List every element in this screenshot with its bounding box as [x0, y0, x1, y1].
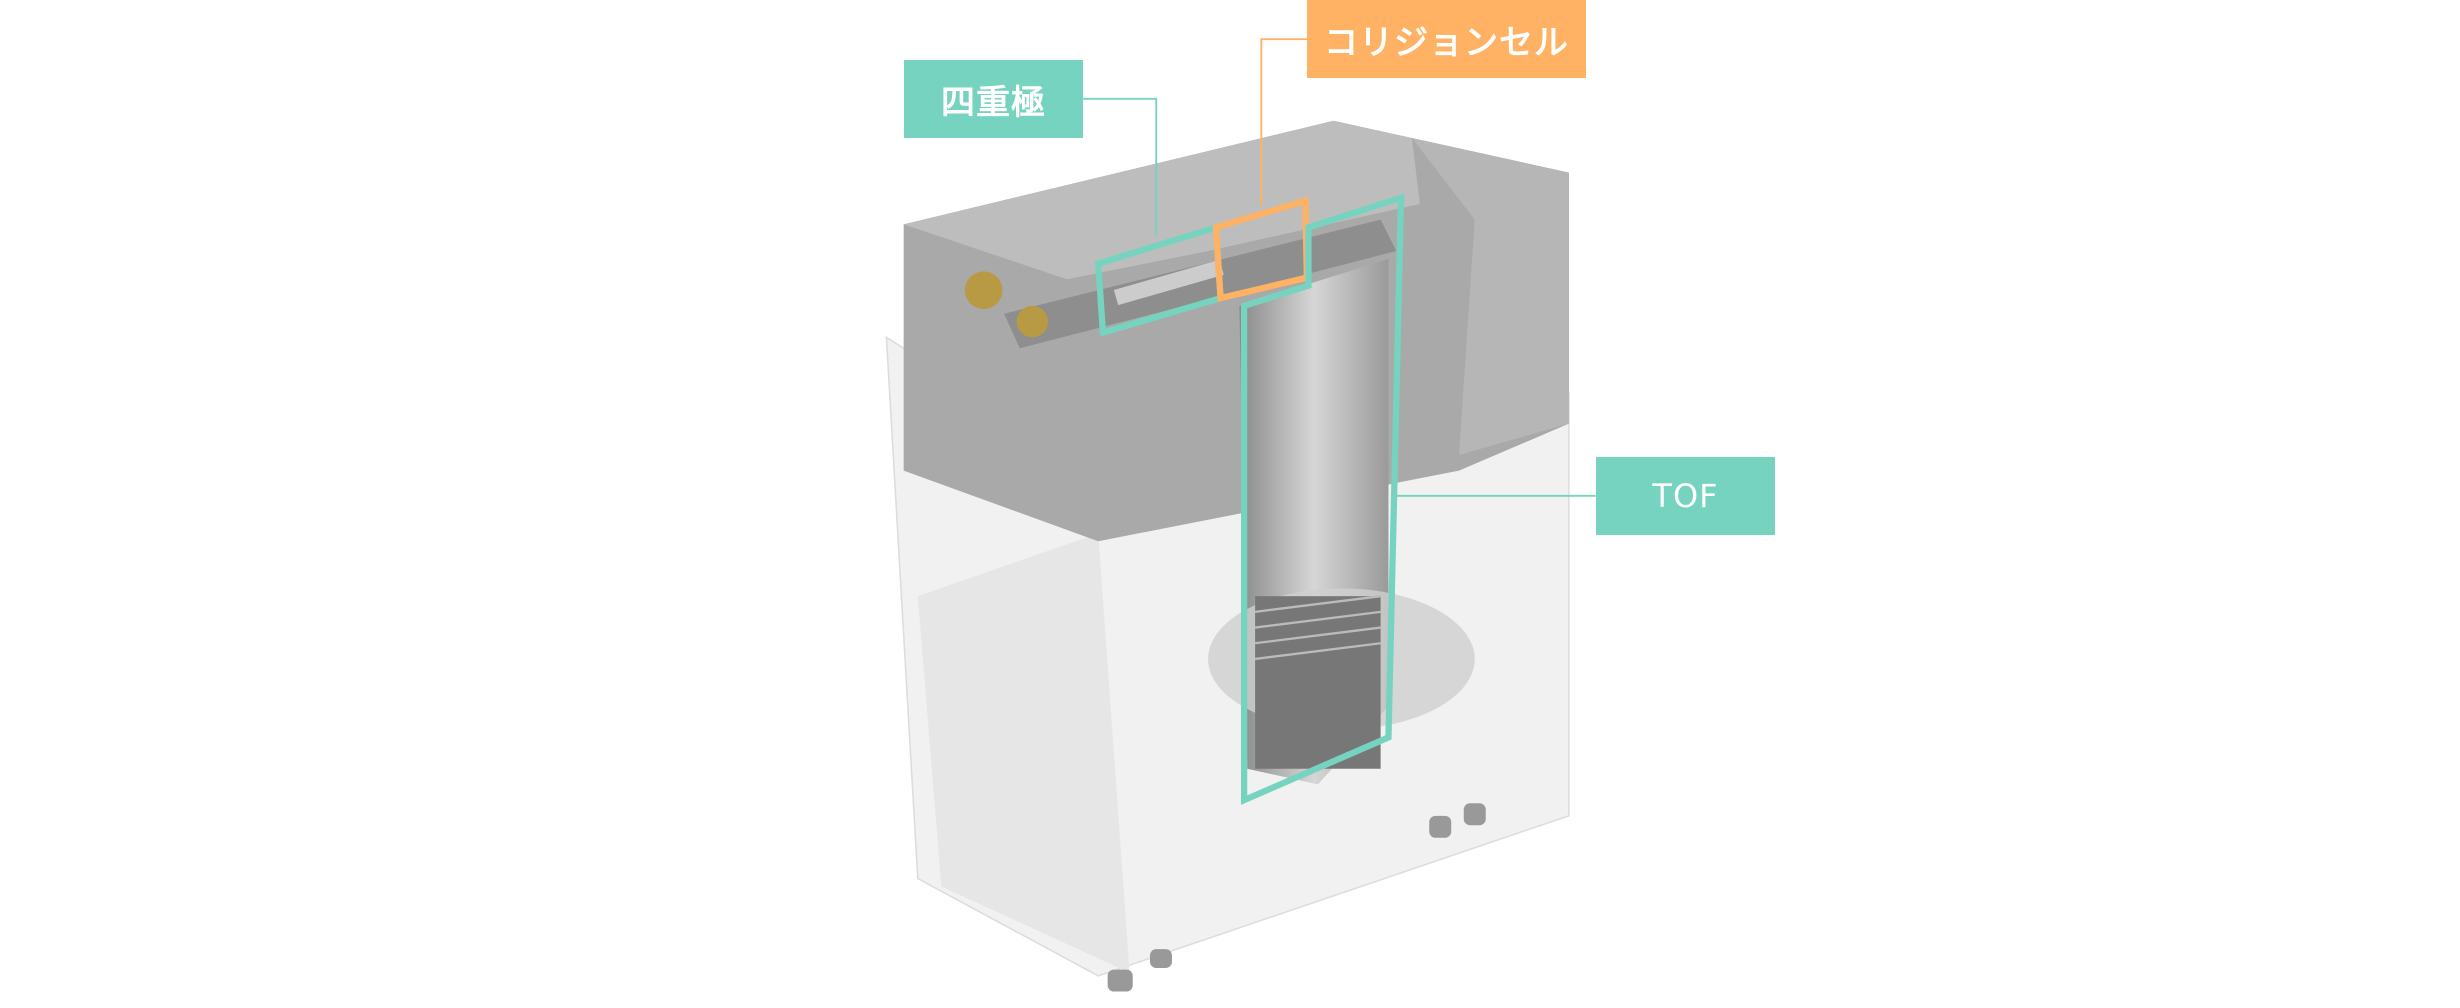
tof-label: TOF — [1596, 457, 1775, 535]
ion-source-fitting-2 — [1016, 305, 1049, 338]
collision-cell-label: コリジョンセル — [1307, 0, 1586, 78]
instrument-lower-front — [917, 533, 1130, 973]
instrument-feet — [1107, 803, 1486, 992]
instrument-top-face — [903, 120, 1420, 280]
reflectron-plates — [1254, 595, 1381, 661]
collision-cell-leader-line — [1260, 38, 1307, 206]
ion-source-fitting — [964, 271, 1003, 310]
instrument-side — [1411, 138, 1569, 455]
quadrupole-label: 四重極 — [904, 60, 1083, 138]
quadrupole-rods — [1113, 259, 1224, 306]
quadrupole-leader-line — [1082, 97, 1158, 236]
tof-highlight-frame — [1240, 193, 1405, 805]
tof-reflectron — [1255, 596, 1381, 769]
